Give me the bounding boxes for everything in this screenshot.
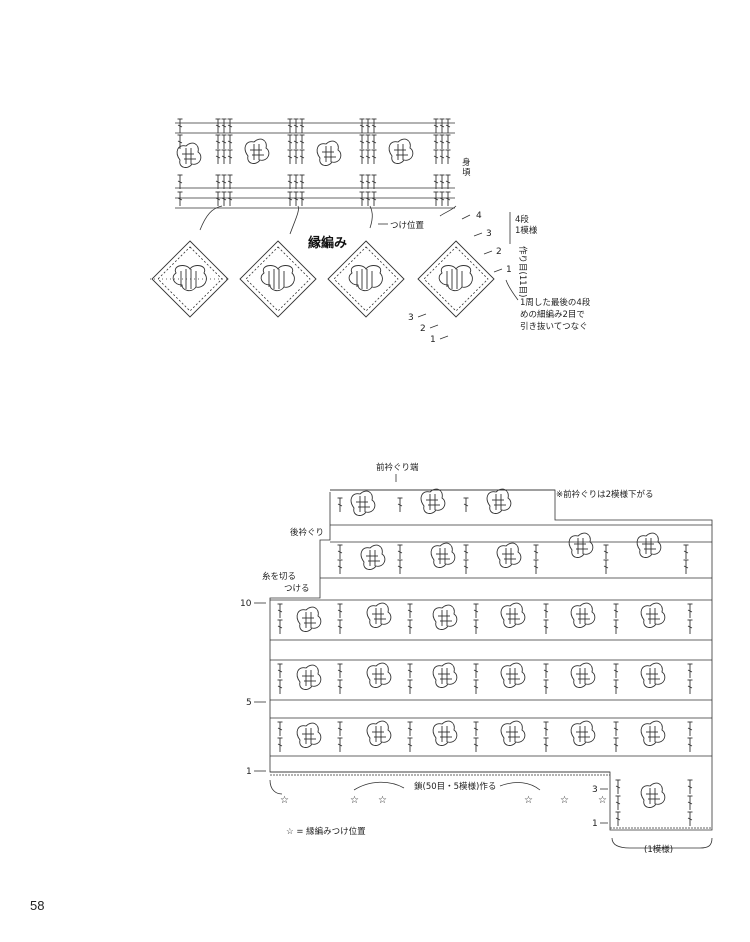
legend-text: ☆ = 縁編みつけ位置 bbox=[286, 826, 366, 837]
star-1: ☆ bbox=[280, 795, 289, 806]
star-4: ☆ bbox=[524, 795, 533, 806]
star-6: ☆ bbox=[598, 795, 607, 806]
row-num-1-right: 1 bbox=[506, 265, 512, 275]
edging-attach-stars: ☆ ☆ ☆ ☆ ☆ ☆ bbox=[280, 795, 607, 806]
top-body-chart bbox=[175, 118, 457, 235]
note-line-2: めの細編み2目で bbox=[520, 309, 585, 320]
star-5: ☆ bbox=[560, 795, 569, 806]
row-label-1: 1 bbox=[246, 767, 252, 777]
row-num-3-left: 3 bbox=[408, 313, 414, 323]
body-label-1: 身 bbox=[462, 157, 471, 168]
star-3: ☆ bbox=[378, 795, 387, 806]
attach-label: つける bbox=[284, 584, 310, 594]
back-neck-label: 後衿ぐり bbox=[290, 527, 324, 538]
row-num-2-left: 2 bbox=[420, 324, 426, 334]
row-num-4: 4 bbox=[476, 211, 482, 221]
one-motif-label: (1模様) bbox=[644, 844, 673, 855]
row-label-1-right: 1 bbox=[592, 819, 598, 829]
attach-position-label: つけ位置 bbox=[390, 220, 425, 231]
bottom-body-chart bbox=[269, 488, 713, 831]
row-label-10: 10 bbox=[240, 599, 252, 609]
page-number: 58 bbox=[30, 898, 45, 913]
chain-arc-mid bbox=[353, 781, 405, 791]
row-num-1-left: 1 bbox=[430, 335, 436, 345]
chain-arc-right bbox=[499, 782, 541, 791]
note-line-1: 1周した最後の4段 bbox=[520, 297, 591, 308]
front-neck-edge-label: 前衿ぐり端 bbox=[376, 462, 419, 473]
note-leader bbox=[505, 279, 519, 301]
top-row-numbers: 4 3 2 1 3 2 1 bbox=[408, 211, 512, 345]
cut-yarn-label: 糸を切る bbox=[262, 571, 296, 582]
chain-arc-left bbox=[269, 779, 283, 795]
row-label-3-right: 3 bbox=[592, 785, 598, 795]
motif-label: 1模様 bbox=[515, 225, 538, 236]
chain-note: 鎖(50目・5模様)作る bbox=[414, 781, 496, 792]
bottom-row-labels: 10 5 1 3 1 bbox=[240, 599, 608, 829]
body-label-2: 頃 bbox=[462, 168, 471, 178]
row-label-5: 5 bbox=[246, 698, 252, 708]
start-chain-label: 作り目(11目) bbox=[517, 246, 528, 297]
star-2: ☆ bbox=[350, 795, 359, 806]
row-num-3-right: 3 bbox=[486, 229, 492, 239]
rows-label: 4段 bbox=[515, 214, 529, 225]
edging-title: 縁編み bbox=[308, 235, 347, 251]
front-neck-note: ※前衿ぐりは2模様下がる bbox=[556, 489, 654, 500]
one-motif-bracket bbox=[611, 837, 713, 849]
edging-diamonds bbox=[150, 240, 495, 318]
note-line-3: 引き抜いてつなぐ bbox=[520, 321, 588, 332]
row-num-2-right: 2 bbox=[496, 247, 502, 257]
